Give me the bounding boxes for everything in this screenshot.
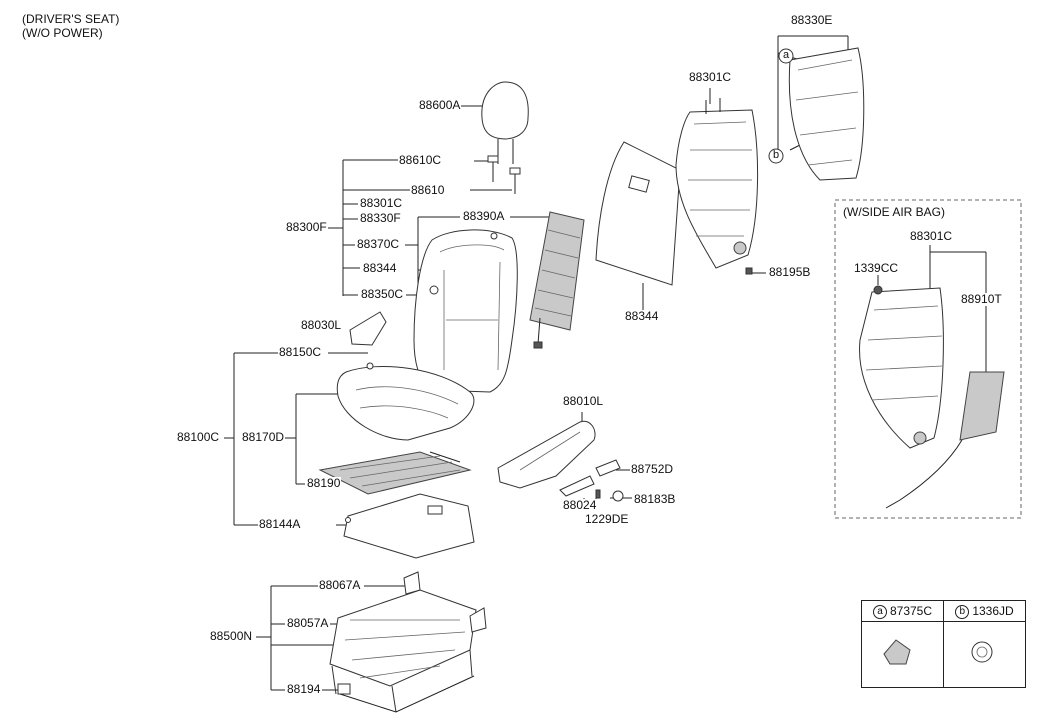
side-airbag-title: (W/SIDE AIR BAG)	[841, 205, 948, 219]
callout-b-letter: b	[773, 149, 780, 161]
label-88344-list: 88344	[362, 261, 398, 275]
grommet-1336jd-icon	[971, 641, 993, 663]
label-88610: 88610	[410, 183, 446, 197]
cushion-heater	[318, 451, 472, 495]
label-88330f: 88330F	[359, 211, 402, 225]
legend-part-b: 1336JD	[972, 604, 1014, 618]
back-heater-mat	[529, 211, 585, 349]
label-88100c: 88100C	[176, 430, 221, 444]
small-cover	[349, 311, 387, 346]
label-88195b: 88195B	[768, 265, 812, 279]
callout-a-letter: a	[783, 49, 790, 61]
airbag-frame	[859, 285, 944, 449]
label-88610c: 88610C	[398, 153, 443, 167]
label-88301c-top: 88301C	[688, 70, 733, 84]
callout-b	[768, 148, 784, 164]
side-airbag-box	[834, 199, 1022, 519]
label-88150c: 88150C	[278, 345, 323, 359]
cushion-cover	[336, 362, 475, 441]
label-88170d: 88170D	[241, 430, 286, 444]
lever-handle	[559, 475, 595, 497]
label-88057a: 88057A	[286, 616, 330, 630]
cushion-pan	[343, 493, 475, 559]
lever-cap	[612, 490, 624, 502]
label-88144a: 88144A	[258, 517, 302, 531]
label-88910t: 88910T	[960, 292, 1003, 306]
clip-87375c-icon	[883, 639, 911, 665]
legend-part-a: 87375C	[889, 604, 933, 618]
recline-lever	[595, 459, 621, 477]
track-bracket	[403, 571, 421, 595]
seatback-cover	[413, 229, 518, 393]
label-88301c-list: 88301C	[359, 196, 404, 210]
seat-track	[329, 589, 477, 713]
side-shield	[497, 420, 596, 489]
leader-lines	[224, 35, 987, 691]
back-board	[788, 47, 865, 181]
label-88390a: 88390A	[462, 209, 506, 223]
label-88752d: 88752D	[630, 462, 675, 476]
header-seat-type: (DRIVER'S SEAT)	[22, 12, 120, 26]
label-88350c: 88350C	[360, 287, 405, 301]
label-88010l: 88010L	[562, 394, 605, 408]
label-88600a: 88600A	[418, 98, 462, 112]
label-88330e: 88330E	[790, 13, 834, 27]
label-1339cc: 1339CC	[853, 261, 900, 275]
legend-letter-a: a	[872, 605, 887, 619]
label-88370c: 88370C	[356, 237, 401, 251]
label-88183b: 88183B	[633, 492, 677, 506]
label-88190: 88190	[306, 476, 342, 490]
label-88030l: 88030L	[300, 318, 343, 332]
headrest	[481, 81, 529, 164]
side-airbag-module	[885, 371, 1005, 509]
track-clip	[337, 683, 351, 695]
label-88300f: 88300F	[285, 220, 328, 234]
header-power-type: (W/O POWER)	[22, 26, 103, 40]
label-88024: 88024	[562, 498, 598, 512]
back-pad-panel	[595, 141, 681, 286]
label-88344-pad: 88344	[624, 309, 660, 323]
label-88194: 88194	[286, 682, 322, 696]
label-88301c-airbag: 88301C	[909, 229, 954, 243]
label-88500n: 88500N	[209, 629, 254, 643]
headrest-guides	[487, 155, 521, 194]
callout-a	[778, 48, 794, 64]
seatback-frame	[675, 98, 759, 275]
label-88067a: 88067A	[318, 578, 362, 592]
lever-screw	[595, 489, 601, 499]
track-cover	[469, 607, 487, 633]
legend-letter-b: b	[955, 605, 970, 619]
label-1229de: 1229DE	[584, 512, 630, 526]
